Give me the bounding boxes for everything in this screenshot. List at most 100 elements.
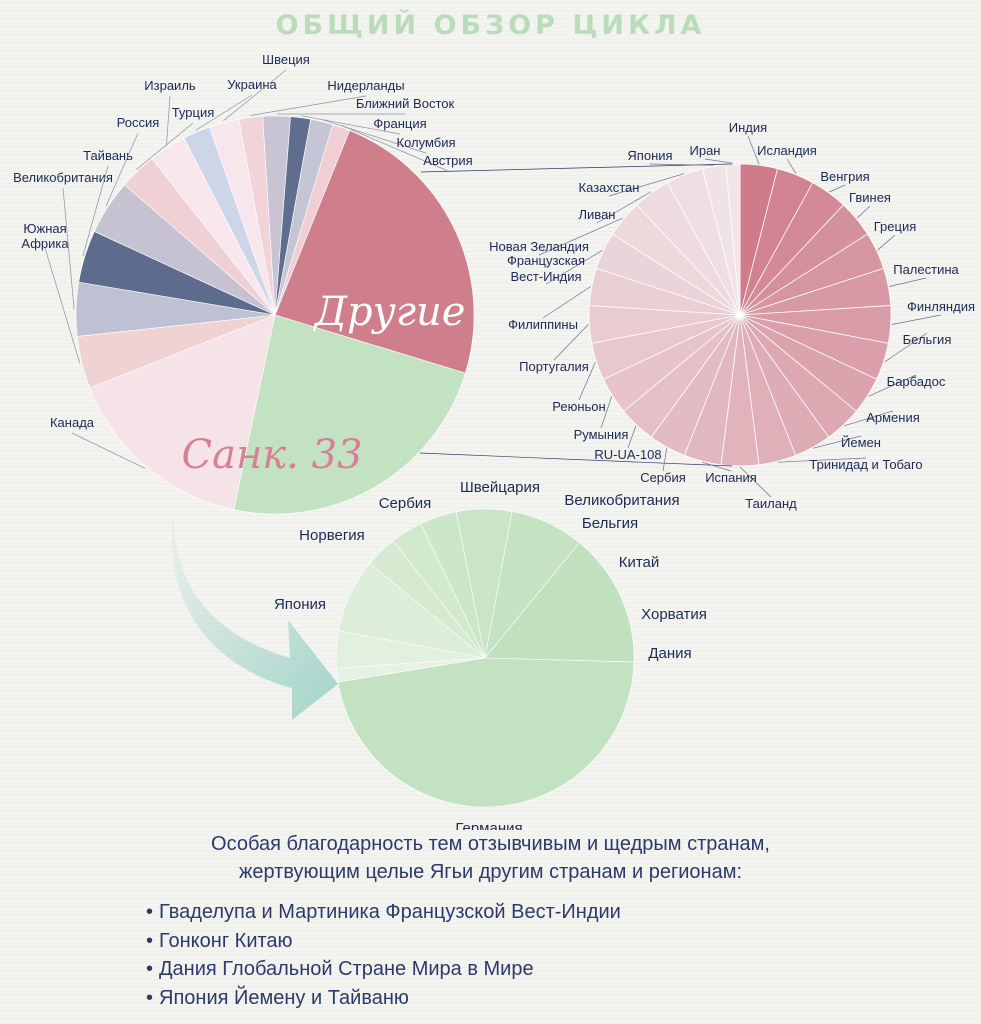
slice-австрия xyxy=(274,124,350,316)
donation-item: Дания Глобальной Стране Мира в Мире xyxy=(146,955,621,984)
slice-канада xyxy=(89,314,276,511)
label-колумбия: Колумбия xyxy=(397,135,456,150)
leader-line xyxy=(649,163,714,166)
label-сербия: Сербия xyxy=(379,495,432,512)
label-барбадос: Барбадос xyxy=(887,374,946,389)
leader-line xyxy=(889,277,927,287)
label-филиппины: Филиппины xyxy=(508,317,578,332)
slice-япония xyxy=(484,542,635,663)
transition-arrow xyxy=(171,500,338,720)
label-бельгия: Бельгия xyxy=(903,332,952,347)
thanks-line-1: Особая благодарность тем отзывчивым и ще… xyxy=(211,833,770,855)
label-дания: Дания xyxy=(648,645,691,662)
label-венгрия: Венгрия xyxy=(820,169,869,184)
leader-line xyxy=(596,191,651,224)
label-тринидад-и-тобаго: Тринидад и Тобаго xyxy=(809,457,922,472)
leader-line xyxy=(739,466,772,498)
leader-line xyxy=(195,94,253,131)
label-франция: Франция xyxy=(373,116,426,131)
label-бельгия: Бельгия xyxy=(582,515,638,532)
main-pie xyxy=(75,115,475,515)
label-таиланд: Таиланд xyxy=(745,496,797,511)
leader-line xyxy=(71,432,146,469)
connector-bottom xyxy=(419,452,733,467)
donation-item: Гонконг Китаю xyxy=(146,927,621,956)
leader-line xyxy=(843,410,894,427)
label-казахстан: Казахстан xyxy=(579,180,640,195)
slice-иран xyxy=(725,163,741,316)
slice-другие xyxy=(274,130,475,374)
label-швеция: Швеция xyxy=(262,52,310,67)
leader-line xyxy=(44,247,81,364)
leader-line xyxy=(62,187,75,310)
label-греция: Греция xyxy=(874,219,917,234)
others-slice-label: Другие xyxy=(313,289,466,335)
thanks-line-2: жертвующим целые Ягьи другим странам и р… xyxy=(238,861,743,883)
label-тайвань: Тайвань xyxy=(83,148,133,163)
leader-line xyxy=(223,69,287,121)
leader-line xyxy=(578,361,596,401)
label-палестина: Палестина xyxy=(893,262,959,277)
label-ближний-восток: Ближний Восток xyxy=(356,96,455,111)
leader-line xyxy=(341,125,449,172)
leader-line xyxy=(868,374,917,397)
label-исландия: Исландия xyxy=(757,143,817,158)
label-россия: Россия xyxy=(117,115,160,130)
label-португалия: Португалия xyxy=(519,359,589,374)
donation-item: Гваделупа и Мартиника Французской Вест-И… xyxy=(146,898,621,927)
label-сербия: Сербия xyxy=(640,470,686,485)
leader-line xyxy=(891,314,942,325)
leader-line xyxy=(82,165,109,256)
leader-line xyxy=(627,425,637,449)
leader-line xyxy=(777,457,867,463)
leader-line xyxy=(856,205,871,219)
label-норвегия: Норвегия xyxy=(299,527,365,544)
label-гвинея: Гвинея xyxy=(849,190,891,205)
label-реюньон: Реюньон xyxy=(552,399,605,414)
donation-item: Япония Йемену и Тайваню xyxy=(146,984,621,1013)
sanctions-pie xyxy=(335,508,635,808)
leader-line xyxy=(250,95,367,116)
leader-line xyxy=(702,461,732,472)
leader-line xyxy=(829,184,846,193)
slice-германия xyxy=(337,657,635,808)
label-новая-зеландия: Новая Зеландия xyxy=(489,239,589,254)
label-австрия: Австрия xyxy=(423,153,472,168)
label-ливан: Ливан xyxy=(579,207,616,222)
page-title: ОБЩИЙ ОБЗОР ЦИКЛА xyxy=(275,10,706,41)
label-армения: Армения xyxy=(866,410,920,425)
leader-line xyxy=(105,132,139,207)
label-япония: Япония xyxy=(627,148,672,163)
label-германия: Германия xyxy=(455,820,522,830)
connector-lines xyxy=(419,163,733,467)
label-иран: Иран xyxy=(690,143,721,158)
donations-list: Гваделупа и Мартиника Французской Вест-И… xyxy=(146,898,621,1012)
others-pie xyxy=(588,163,892,467)
label-йемен: Йемен xyxy=(841,435,881,450)
leader-line xyxy=(322,119,427,154)
sanctions-slice-label: Санк. 33 xyxy=(181,432,362,478)
leader-line xyxy=(704,158,733,164)
slice-санк-33 xyxy=(233,314,466,515)
leader-line xyxy=(300,115,401,135)
label-китай: Китай xyxy=(619,554,660,571)
label-украина: Украина xyxy=(227,77,277,92)
label-финляндия: Финляндия xyxy=(907,299,975,314)
leader-line xyxy=(786,158,797,174)
arrow xyxy=(171,500,338,720)
label-хорватия: Хорватия xyxy=(641,606,707,623)
label-индия: Индия xyxy=(729,120,767,135)
label-испания: Испания xyxy=(705,470,757,485)
leader-line xyxy=(136,122,194,170)
label-швейцария: Швейцария xyxy=(460,479,540,496)
label-канада: Канада xyxy=(50,415,95,430)
leader-line xyxy=(813,435,862,449)
leader-line xyxy=(884,332,928,363)
label-ru-ua-108: RU-UA-108 xyxy=(594,447,661,462)
label-великобритания: Великобритания xyxy=(13,170,113,185)
thanks-text: Особая благодарность тем отзывчивым и ще… xyxy=(0,830,981,886)
leader-line xyxy=(877,234,896,251)
